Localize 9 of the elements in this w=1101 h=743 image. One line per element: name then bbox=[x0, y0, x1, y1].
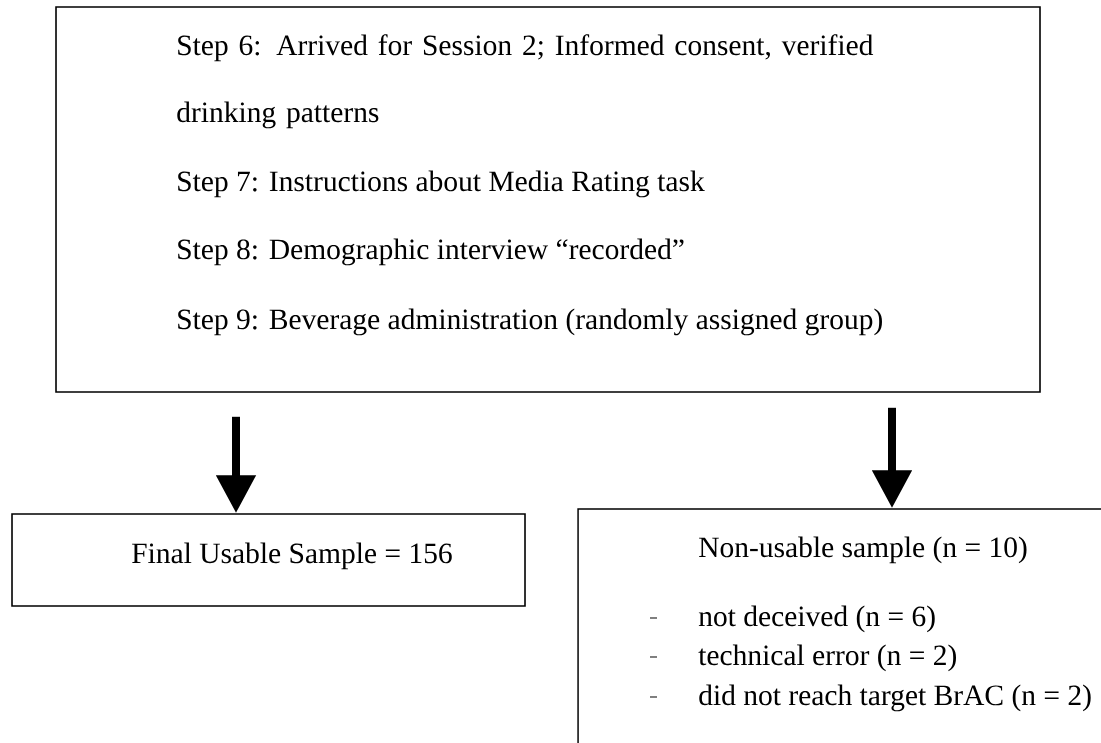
step-text: Step 9: Beverage administration (randomly assigned group) bbox=[178, 308, 882, 336]
list-item: did not reach target BrAC (n = 2) bbox=[699, 684, 1091, 712]
list-item: not deceived (n = 6) bbox=[698, 605, 935, 633]
box-text: Final Usable Sample = 156 bbox=[132, 542, 452, 570]
step-text: Step 8: Demographic interview “recorded” bbox=[178, 238, 684, 266]
box-text: Non-usable sample (n = 10) bbox=[699, 536, 1027, 564]
step-text: Step 6: Arrived for Session 2; Informed consent, verified drinking patterns bbox=[177, 34, 874, 129]
step-text: Step 7: Instructions about Media Rating task bbox=[178, 170, 705, 198]
list-item: technical error (n = 2) bbox=[698, 644, 956, 672]
